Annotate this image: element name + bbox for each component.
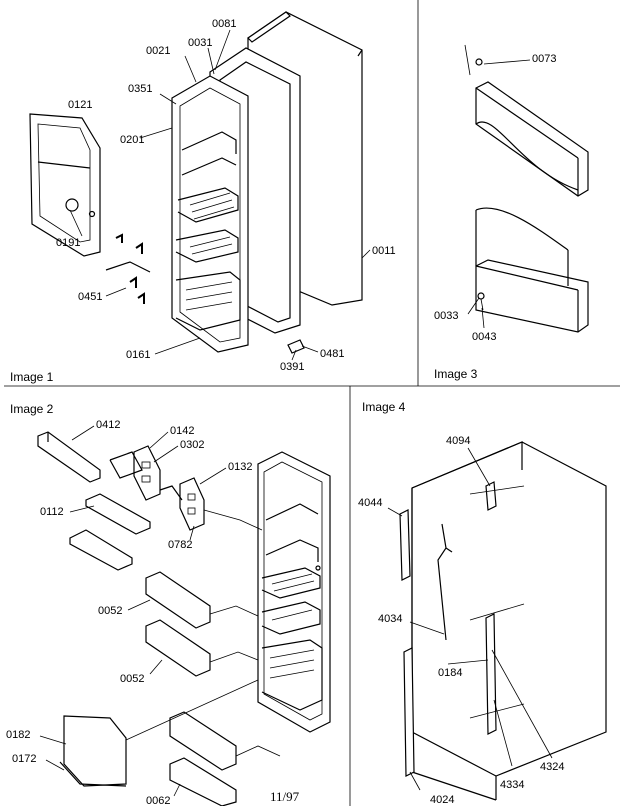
callout-0412: 0412 (96, 419, 120, 431)
callout-4094: 4094 (446, 435, 470, 447)
callout-0062: 0062 (146, 795, 170, 806)
callout-0031: 0031 (188, 37, 212, 49)
callout-0132: 0132 (228, 461, 252, 473)
callout-0073: 0073 (532, 53, 556, 65)
callout-0112: 0112 (40, 506, 64, 518)
image-4-drawing (399, 441, 607, 801)
callout-0201: 0201 (120, 134, 144, 146)
callout-0184: 0184 (438, 667, 462, 679)
image-3-labels: 0073 0033 0043 Image 3 (434, 53, 556, 381)
image-1-labels: 0081 0021 0031 0351 0121 0201 0191 0011 … (10, 18, 396, 384)
callout-0081: 0081 (212, 18, 236, 30)
image-1-drawing (29, 11, 363, 354)
callout-4334: 4334 (500, 779, 524, 791)
image-4-labels: Image 4 4094 4044 4034 0184 4324 4334 40… (358, 400, 564, 806)
image-2-labels: Image 2 0412 0142 0302 0132 0112 0782 00… (6, 402, 300, 806)
callout-0302: 0302 (180, 439, 204, 451)
callout-0391: 0391 (280, 361, 304, 373)
callout-0172: 0172 (12, 753, 36, 765)
callout-0142: 0142 (170, 425, 194, 437)
panel-title-image-3: Image 3 (434, 367, 478, 381)
callout-4024: 4024 (430, 794, 454, 806)
image-2-drawing (37, 431, 331, 806)
callout-0161: 0161 (126, 349, 150, 361)
callout-0052-lower: 0052 (120, 673, 144, 685)
clips-image-1 (105, 233, 151, 304)
image-3-drawing (464, 44, 589, 333)
panel-title-image-1: Image 1 (10, 370, 54, 384)
image-1-leaders (69, 29, 371, 361)
callout-0021: 0021 (146, 45, 170, 57)
callout-0011: 0011 (372, 245, 396, 257)
callout-0182: 0182 (6, 729, 30, 741)
callout-4324: 4324 (540, 761, 564, 773)
callout-4034: 4034 (378, 613, 402, 625)
image-4-leaders (387, 447, 553, 791)
panel-title-image-2: Image 2 (10, 402, 54, 416)
door-shelves (175, 131, 241, 331)
footer-date: 11/97 (270, 789, 300, 804)
callout-0033: 0033 (434, 310, 458, 322)
callout-0191: 0191 (56, 237, 80, 249)
callout-4044: 4044 (358, 497, 382, 509)
image-2-leaders (39, 425, 227, 797)
callout-0451: 0451 (78, 291, 102, 303)
callout-0481: 0481 (320, 348, 344, 360)
callout-0121: 0121 (68, 99, 92, 111)
image-3-leaders (467, 59, 531, 329)
callout-0351: 0351 (128, 83, 152, 95)
callout-0052-upper: 0052 (98, 605, 122, 617)
callout-0043: 0043 (472, 331, 496, 343)
panel-dividers (4, 0, 620, 806)
callout-0782: 0782 (168, 539, 192, 551)
panel-title-image-4: Image 4 (362, 400, 406, 414)
